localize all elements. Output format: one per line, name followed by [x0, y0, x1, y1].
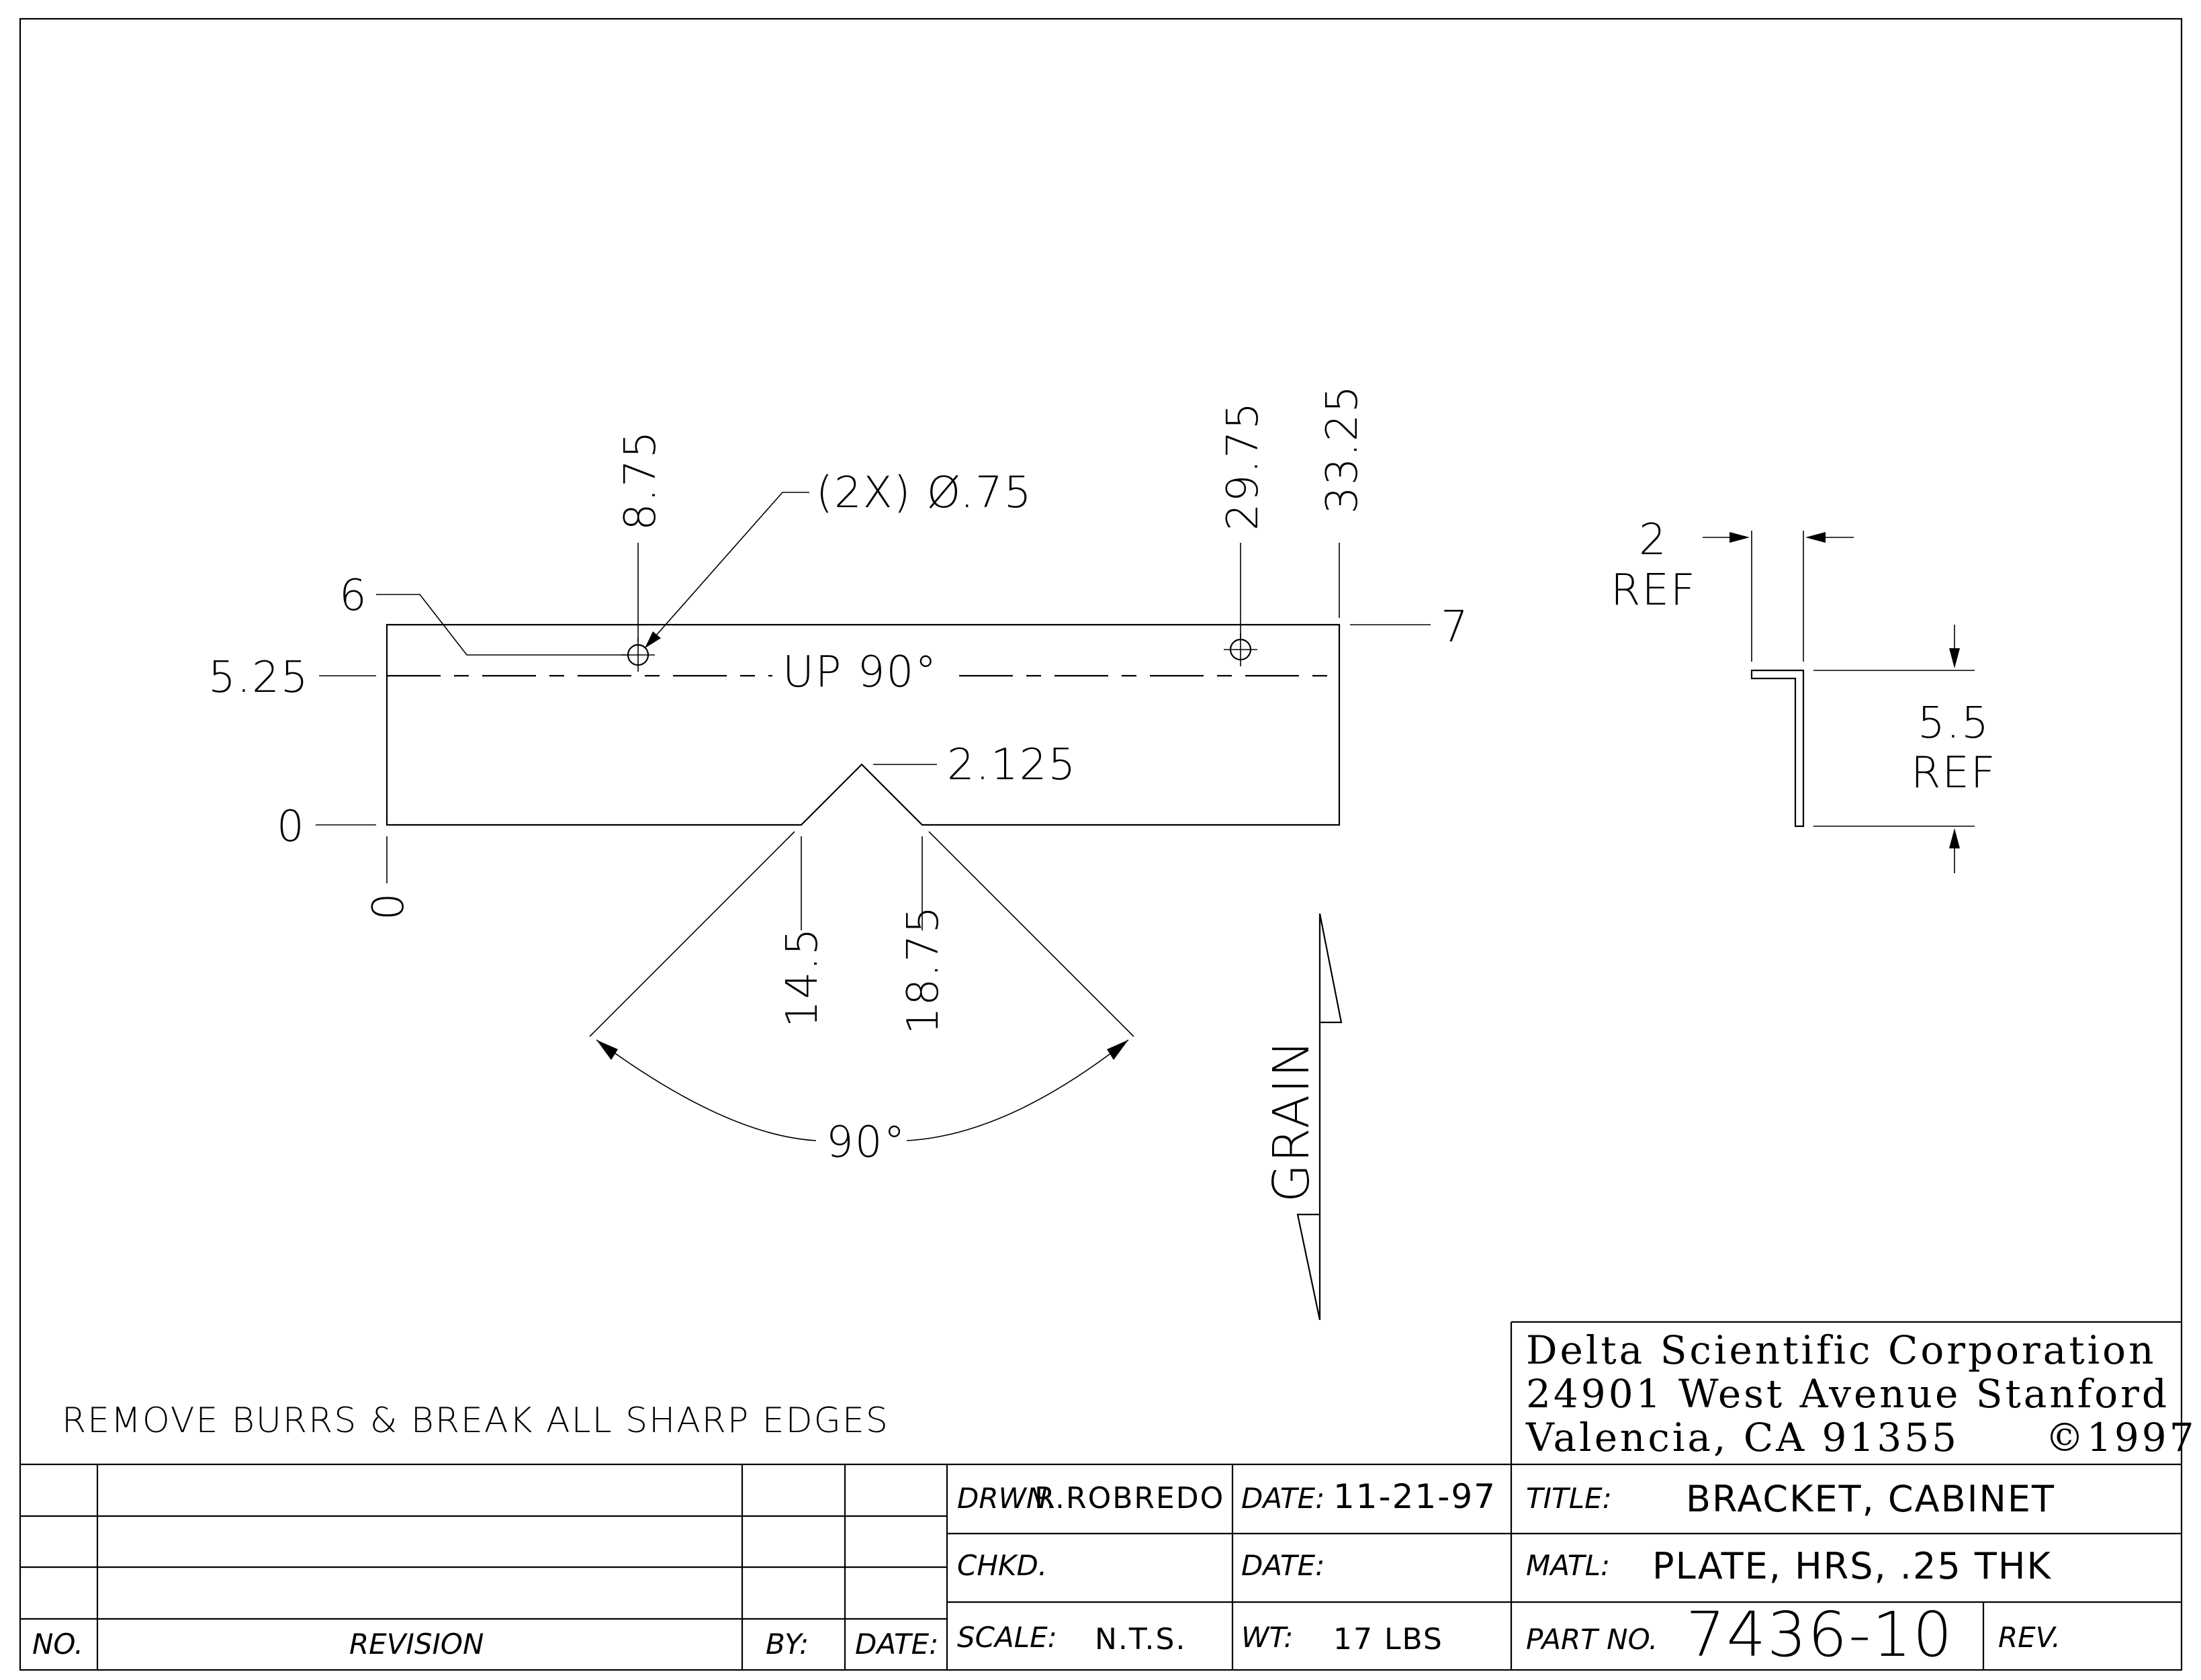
- company-copyright: ©1997: [2045, 1415, 2197, 1460]
- date-label: DATE:: [1241, 1482, 1324, 1515]
- dim-2-125: 2.125: [947, 740, 1077, 790]
- hole-right: [1224, 633, 1257, 666]
- angle-arc-left: [596, 1039, 817, 1141]
- dim-29-75: 29.75: [1218, 401, 1268, 531]
- flat-pattern: UP 90° 8.75 29.75 33.25 (2X) Ø.75 6 7: [208, 384, 1470, 1321]
- side-ref-right: REF: [1911, 748, 1997, 798]
- angle-arrow-right: [1107, 1040, 1128, 1060]
- angle-ext-left: [589, 831, 795, 1037]
- rev-revision-label: REVISION: [349, 1628, 484, 1661]
- angle-arrow-left: [596, 1040, 618, 1060]
- dim-14-5: 14.5: [778, 927, 827, 1028]
- dim-5-25: 5.25: [208, 653, 310, 703]
- grain-head-top: [1318, 913, 1343, 1024]
- sheet-border: [19, 17, 2183, 1671]
- hole-leader: [644, 492, 809, 649]
- title-value: BRACKET, CABINET: [1686, 1478, 2055, 1520]
- matl-label: MATL:: [1526, 1549, 1610, 1582]
- wt-value: 17 LBS: [1333, 1622, 1443, 1656]
- company-block: Delta Scientific Corporation 24901 West …: [1510, 1321, 2197, 1464]
- leader-6: [376, 594, 628, 656]
- dim-6: 6: [339, 571, 368, 621]
- side-profile: [1750, 669, 1805, 828]
- scale-value: N.T.S.: [1095, 1622, 1186, 1656]
- matl-value: PLATE, HRS, .25 THK: [1652, 1545, 2052, 1587]
- part-outline: [386, 623, 1341, 826]
- grain-label: GRAIN: [1263, 1038, 1320, 1202]
- dim-7: 7: [1441, 603, 1470, 652]
- angle-ext-right: [928, 831, 1134, 1037]
- date2-label: DATE:: [1241, 1549, 1324, 1582]
- side-dim-5-5: 5.5: [1918, 699, 1990, 748]
- dim-angle: 90°: [826, 1118, 906, 1167]
- wt-label: WT:: [1241, 1621, 1293, 1654]
- scale-label: SCALE:: [957, 1621, 1057, 1654]
- rev-label: REV.: [1998, 1621, 2061, 1654]
- hole-callout: (2X) Ø.75: [816, 468, 1032, 518]
- dim-8-75: 8.75: [616, 430, 666, 531]
- rev-by-label: BY:: [766, 1628, 809, 1661]
- angle-arc-right: [906, 1039, 1129, 1141]
- title-label: TITLE:: [1526, 1482, 1612, 1515]
- drwn-value: R.ROBREDO: [1034, 1481, 1224, 1515]
- general-note: REMOVE BURRS & BREAK ALL SHARP EDGES: [62, 1401, 889, 1441]
- company-city: Valencia, CA 91355: [1525, 1415, 1959, 1460]
- side-arrow-left: [1730, 532, 1750, 543]
- side-view: 2 REF 5.5 REF: [1611, 515, 1997, 873]
- grain-head-bottom: [1296, 1213, 1321, 1321]
- drwn-label: DRWN.: [957, 1482, 1057, 1515]
- company-address: 24901 West Avenue Stanford: [1526, 1371, 2169, 1417]
- bend-label: UP 90°: [782, 648, 938, 697]
- dim-18-75: 18.75: [899, 905, 948, 1034]
- dim-0-left: 0: [277, 802, 306, 852]
- hole-leader-arrow: [645, 631, 661, 648]
- date-value: 11-21-97: [1333, 1477, 1496, 1516]
- side-arrow-bottom: [1949, 828, 1960, 848]
- chkd-label: CHKD.: [957, 1549, 1047, 1582]
- side-ref-top: REF: [1611, 566, 1697, 615]
- part-label: PART NO.: [1526, 1623, 1658, 1656]
- side-arrow-top: [1949, 648, 1960, 668]
- part-value: 7436-10: [1686, 1599, 1953, 1671]
- rev-date-label: DATE:: [855, 1628, 938, 1661]
- title-block-grid: [20, 1463, 2182, 1670]
- dim-33-25: 33.25: [1318, 384, 1367, 514]
- side-arrow-right: [1805, 532, 1826, 543]
- side-dim-2: 2: [1639, 515, 1668, 565]
- dim-0-bottom: 0: [364, 891, 414, 920]
- company-name: Delta Scientific Corporation: [1526, 1327, 2156, 1373]
- rev-no-label: NO.: [32, 1628, 83, 1661]
- bend-label-mask: [772, 655, 947, 695]
